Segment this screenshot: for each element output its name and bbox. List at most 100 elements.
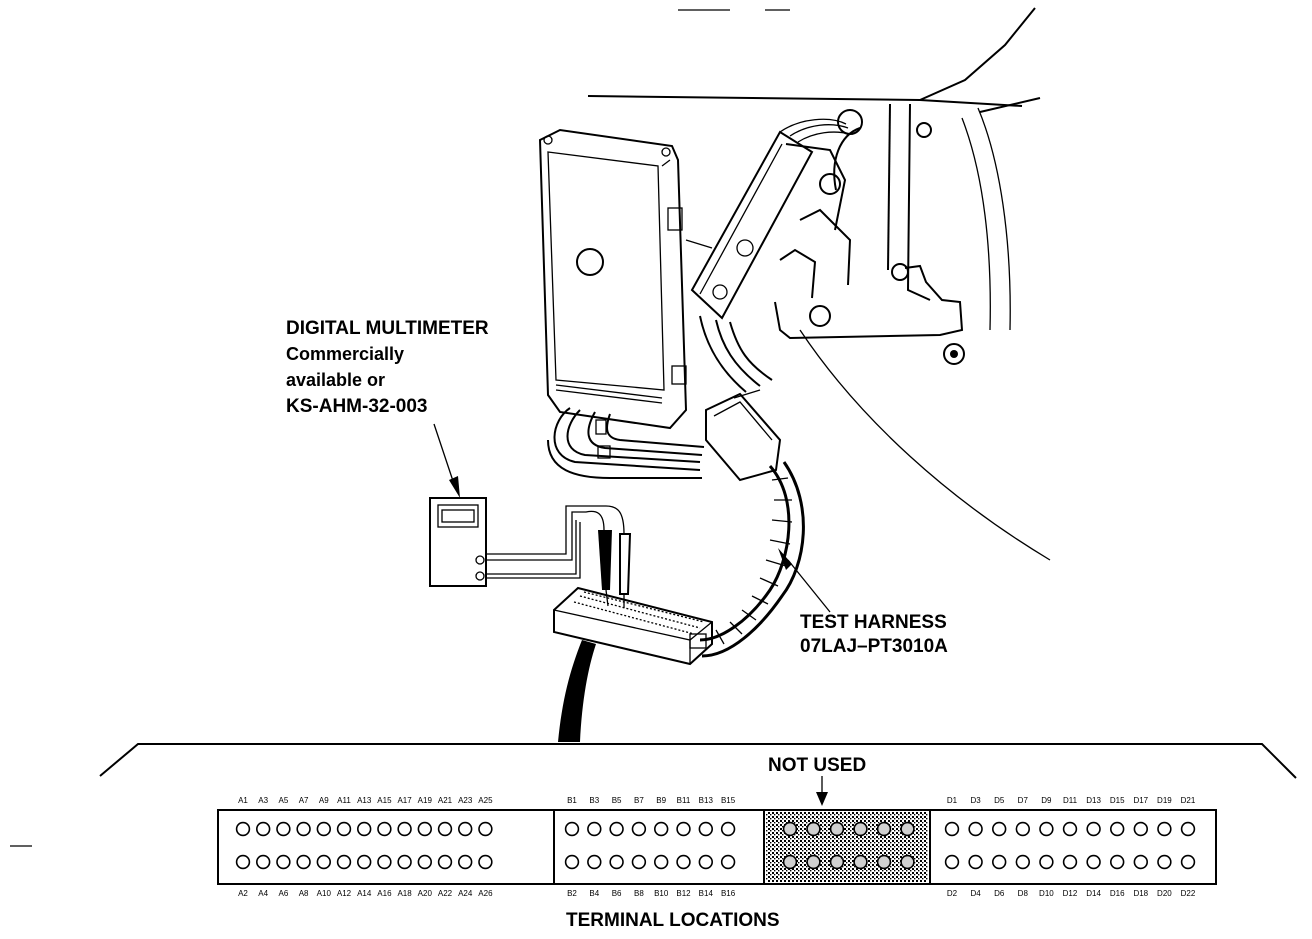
terminal-label: A23	[458, 796, 473, 805]
harness-title: TEST HARNESS	[800, 612, 947, 633]
terminal-label: A20	[418, 889, 433, 898]
terminal-pin-c	[782, 821, 798, 837]
terminal-pin-b	[564, 854, 580, 870]
breakout-box	[553, 586, 713, 742]
terminal-pin-b	[653, 854, 669, 870]
terminal-label: A18	[397, 889, 412, 898]
not-used-label: NOT USED	[768, 755, 866, 776]
terminal-pin-b	[698, 854, 713, 870]
terminal-label: D14	[1086, 889, 1101, 898]
terminal-pin-b	[564, 821, 580, 837]
terminal-pin-a	[357, 821, 372, 837]
test-probes	[486, 505, 632, 608]
terminal-label: A26	[478, 889, 493, 898]
terminal-pin-d	[1039, 854, 1054, 870]
terminal-pin-a	[276, 854, 291, 870]
terminal-label: B2	[567, 889, 577, 898]
terminal-label: D17	[1133, 796, 1148, 805]
terminal-pin-d	[1180, 821, 1196, 837]
terminal-label: B11	[677, 796, 691, 805]
terminal-label: D3	[970, 796, 981, 805]
terminal-label: A16	[377, 889, 392, 898]
terminal-label: D20	[1157, 889, 1172, 898]
terminal-pin-d	[944, 821, 960, 837]
terminal-pin-a	[256, 854, 271, 870]
terminal-pin-a	[417, 854, 432, 870]
terminal-label: B3	[589, 796, 599, 805]
terminal-pin-b	[676, 821, 691, 837]
terminal-pin-b	[720, 821, 736, 837]
terminal-pin-d	[1086, 854, 1101, 870]
terminal-label: B9	[656, 796, 666, 805]
terminal-label: B15	[721, 796, 736, 805]
terminal-label: A6	[279, 889, 289, 898]
terminal-pin-d	[968, 854, 983, 870]
terminal-pin-a	[235, 854, 251, 870]
terminal-pin-c	[900, 854, 915, 870]
terminal-pin-a	[256, 821, 271, 837]
terminal-pin-a	[397, 821, 412, 837]
terminal-label: D16	[1110, 889, 1125, 898]
terminal-label: B16	[721, 889, 736, 898]
terminal-label: A13	[357, 796, 372, 805]
terminal-label: D22	[1181, 889, 1196, 898]
terminal-pin-a	[478, 821, 493, 837]
terminal-label: D21	[1181, 796, 1196, 805]
terminal-label: B12	[676, 889, 691, 898]
terminal-label: D10	[1039, 889, 1054, 898]
terminal-label: D5	[994, 796, 1005, 805]
terminal-pin-a	[276, 821, 291, 837]
terminal-pin-d	[991, 854, 1007, 870]
terminal-label: A24	[458, 889, 473, 898]
terminal-pin-a	[478, 854, 493, 870]
terminal-pin-a	[336, 821, 352, 837]
terminal-label: D7	[1018, 796, 1029, 805]
terminal-label: D6	[994, 889, 1005, 898]
terminal-pin-d	[1086, 821, 1101, 837]
connector-frame	[10, 743, 1297, 885]
terminal-label: B5	[612, 796, 622, 805]
terminal-pin-b	[676, 854, 691, 870]
terminal-label: D2	[947, 889, 958, 898]
terminal-pin-d	[1109, 821, 1125, 837]
ecu-unit	[538, 128, 713, 479]
terminal-label: A1	[238, 796, 248, 805]
terminal-pin-d	[1133, 854, 1149, 870]
terminal-label: A12	[337, 889, 352, 898]
terminal-label: B14	[699, 889, 714, 898]
terminal-pin-a	[417, 821, 432, 837]
terminal-pin-a	[377, 821, 392, 837]
terminal-label: D12	[1063, 889, 1078, 898]
terminal-pin-a	[377, 854, 392, 870]
terminal-label: B1	[567, 796, 577, 805]
terminal-label: D9	[1041, 796, 1052, 805]
terminal-pin-d	[944, 854, 960, 870]
terminal-pin-a	[397, 854, 412, 870]
harness-bracket	[690, 118, 851, 482]
terminal-label: D18	[1133, 889, 1148, 898]
terminal-pin-c	[876, 821, 892, 837]
terminal-label: D1	[947, 796, 958, 805]
terminal-pin-a	[458, 821, 473, 837]
terminal-pin-d	[1109, 854, 1125, 870]
terminal-pin-a	[437, 854, 453, 870]
terminal-pin-d	[1180, 854, 1196, 870]
terminal-pin-a	[296, 854, 311, 870]
terminal-label: A10	[317, 889, 332, 898]
terminal-pin-c	[806, 854, 821, 870]
multimeter-note-1: Commercially	[286, 344, 404, 364]
terminal-label: B6	[612, 889, 622, 898]
multimeter-part-number: KS-AHM-32-003	[286, 396, 427, 417]
terminal-pin-b	[698, 821, 713, 837]
terminal-pin-c	[782, 854, 798, 870]
terminal-pin-c	[853, 821, 868, 837]
terminal-pin-a	[336, 854, 352, 870]
terminal-pin-b	[609, 854, 624, 870]
terminal-label: D13	[1086, 796, 1101, 805]
terminal-pin-c	[876, 854, 892, 870]
terminal-pin-b	[720, 854, 736, 870]
terminal-pin-a	[316, 821, 331, 837]
terminal-label: B10	[654, 889, 669, 898]
terminal-label: A3	[258, 796, 268, 805]
terminal-pin-a	[437, 821, 453, 837]
